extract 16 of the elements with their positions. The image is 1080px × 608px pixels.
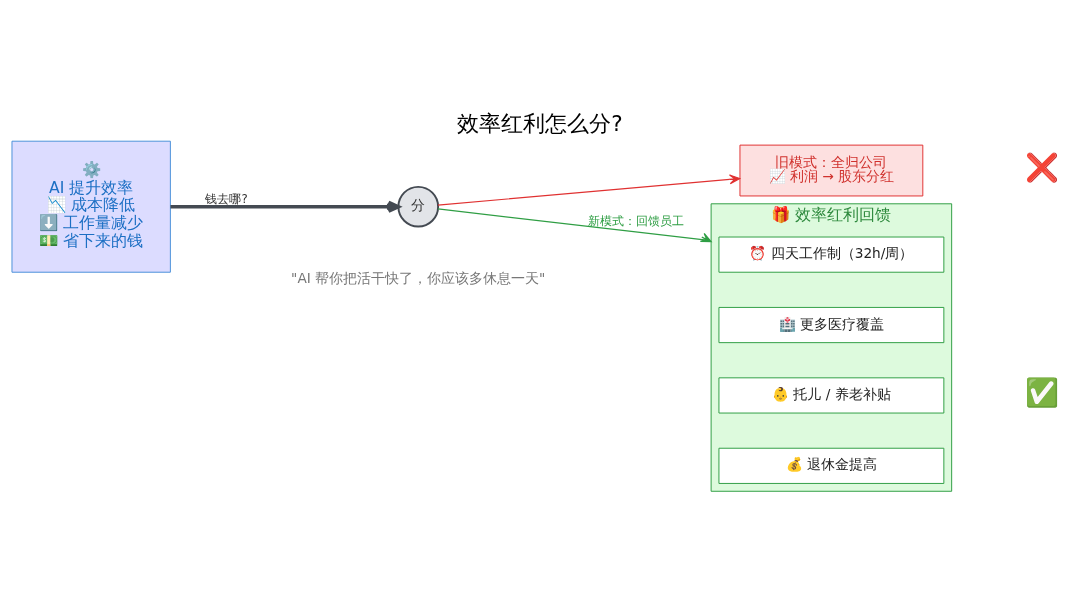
arrow: [437, 173, 741, 206]
node-box: 🏥 更多医疗覆盖: [718, 306, 945, 343]
edge-label: 新模式：回馈员工: [588, 213, 685, 228]
diagram-title: 效率红利怎么分?: [457, 110, 623, 136]
node-circle: 分: [397, 185, 440, 228]
node-box: ⚙ AI 提升效率 📉 成本降低 ⬇ 工作量减少 💵 省下来的钱: [11, 140, 171, 273]
node-box: 💰 退休金提高: [718, 447, 945, 484]
node-label: ✅: [1024, 376, 1059, 408]
arrow: [437, 207, 712, 242]
node-box: ⏰ 四天工作制（32h/周）: [718, 236, 945, 273]
caption: "AI 帮你把活干快了，你应该多休息一天": [291, 269, 546, 286]
arrow: [170, 200, 401, 213]
node-label: ❌: [1024, 151, 1059, 183]
edge-label: 钱去哪?: [205, 191, 248, 206]
node-box: 👶 托儿 / 养老补贴: [718, 376, 945, 414]
node-box: 旧模式：全归公司 📈 利润 → 股东分红: [739, 144, 924, 196]
